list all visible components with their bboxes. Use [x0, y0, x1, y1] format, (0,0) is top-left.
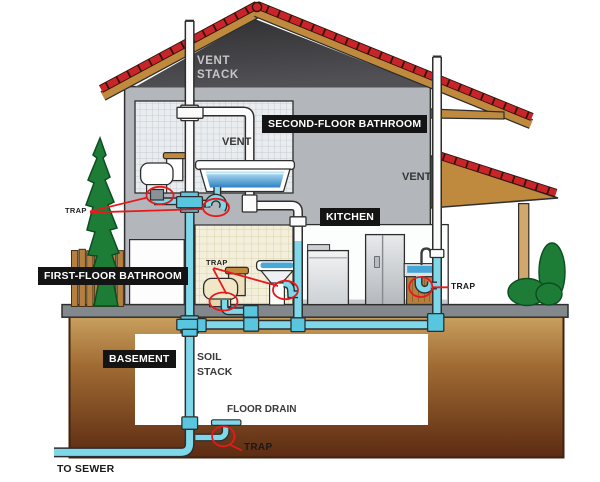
trap-circle-tub: [202, 197, 230, 218]
trap-pointer-line: [89, 196, 148, 213]
refrigerator: [364, 233, 406, 306]
main-roof: [99, 1, 534, 129]
trap-pointer-line: [229, 443, 243, 452]
trap-highlights: [89, 185, 449, 452]
bushes: [507, 242, 566, 307]
soil-stack-label: SOIL STACK: [197, 351, 233, 379]
trap-pointer-line: [89, 208, 204, 214]
porch-roof: [430, 149, 559, 209]
kitchen-sink-trap-pipe: [414, 276, 437, 294]
to-sewer-label: TO SEWER: [57, 463, 115, 475]
vent-stack-label: VENT STACK: [197, 55, 239, 82]
trap-label-second-floor: TRAP: [65, 206, 87, 215]
trap-label-floor-drain: TRAP: [244, 442, 273, 453]
bathroom-vent-label: VENT: [222, 136, 252, 148]
first-floor-vent-pipe: [252, 200, 303, 325]
soil-stack-pipe: [54, 191, 195, 458]
first-floor-bathroom-label: FIRST-FLOOR BATHROOM: [38, 267, 188, 285]
floor-drain-label: FLOOR DRAIN: [227, 404, 297, 415]
pipe-fittings: [175, 104, 445, 430]
kitchen-label: KITCHEN: [320, 208, 381, 226]
second-floor-bathroom-label: SECOND-FLOOR BATHROOM: [262, 115, 428, 133]
bathroom-vent-pipe: [192, 106, 255, 198]
basement-interior: [135, 334, 428, 425]
trap-pointer-line: [212, 268, 228, 295]
toilet-second-floor: [139, 152, 187, 194]
trap-circle-kitchen: [408, 276, 434, 298]
trap-circle-toilet-2f: [145, 185, 175, 206]
wall-vent-label: VENT: [402, 171, 432, 183]
trap-label-kitchen: TRAP: [451, 281, 476, 291]
tree: [85, 135, 121, 307]
floor-slab: [61, 303, 569, 318]
trap-circle-toilet-1f: [208, 291, 239, 312]
trap-circle-floor-drain: [211, 425, 236, 448]
floor-drain: [195, 419, 242, 442]
bathtub: [194, 159, 296, 193]
trap-circle-sink-1f: [272, 279, 299, 301]
trap-pointer-line: [213, 267, 279, 287]
washing-machine: [306, 244, 350, 306]
roof-soffit: [430, 108, 505, 120]
trap-label-first-floor: TRAP: [206, 258, 228, 267]
basement-label: BASEMENT: [103, 350, 176, 368]
attic-gable: [134, 19, 430, 88]
